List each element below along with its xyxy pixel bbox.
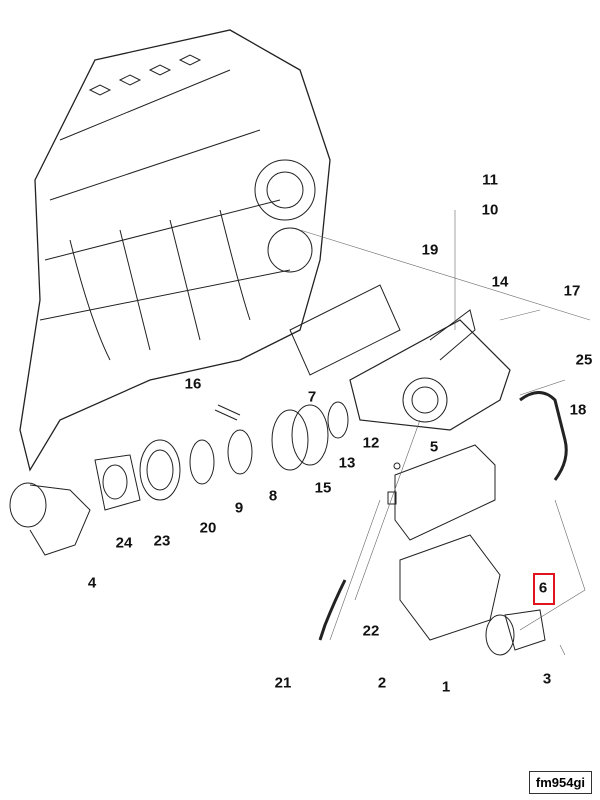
callout-18: 18 bbox=[569, 401, 587, 419]
callout-3: 3 bbox=[542, 670, 552, 688]
leader-lines bbox=[299, 210, 591, 656]
callout-1: 1 bbox=[441, 678, 451, 696]
callout-2: 2 bbox=[377, 674, 387, 692]
callout-23: 23 bbox=[153, 532, 171, 550]
callout-8: 8 bbox=[268, 487, 278, 505]
callout-5: 5 bbox=[429, 438, 439, 456]
callout-12: 12 bbox=[362, 434, 380, 452]
callout-15: 15 bbox=[314, 479, 332, 497]
callout-16: 16 bbox=[184, 375, 202, 393]
callout-6-highlighted[interactable]: 6 bbox=[538, 579, 548, 597]
highlight-box bbox=[533, 573, 555, 605]
callout-4: 4 bbox=[87, 574, 97, 592]
intake-manifold bbox=[289, 284, 511, 431]
air-parts bbox=[9, 401, 349, 556]
callout-10: 10 bbox=[481, 201, 499, 219]
callout-25: 25 bbox=[575, 351, 593, 369]
fuel-rail-and-valve bbox=[318, 391, 568, 656]
figure-id: fm954gi bbox=[528, 771, 592, 794]
callout-24: 24 bbox=[115, 534, 133, 552]
callout-14: 14 bbox=[491, 273, 509, 291]
engine-block bbox=[19, 29, 331, 472]
callout-22: 22 bbox=[362, 622, 380, 640]
callout-17: 17 bbox=[563, 282, 581, 300]
callout-9: 9 bbox=[234, 499, 244, 517]
callout-21: 21 bbox=[274, 674, 292, 692]
callout-20: 20 bbox=[199, 519, 217, 537]
callout-19: 19 bbox=[421, 241, 439, 259]
callout-13: 13 bbox=[338, 454, 356, 472]
callout-11: 11 bbox=[482, 171, 498, 189]
callout-7: 7 bbox=[307, 388, 317, 406]
